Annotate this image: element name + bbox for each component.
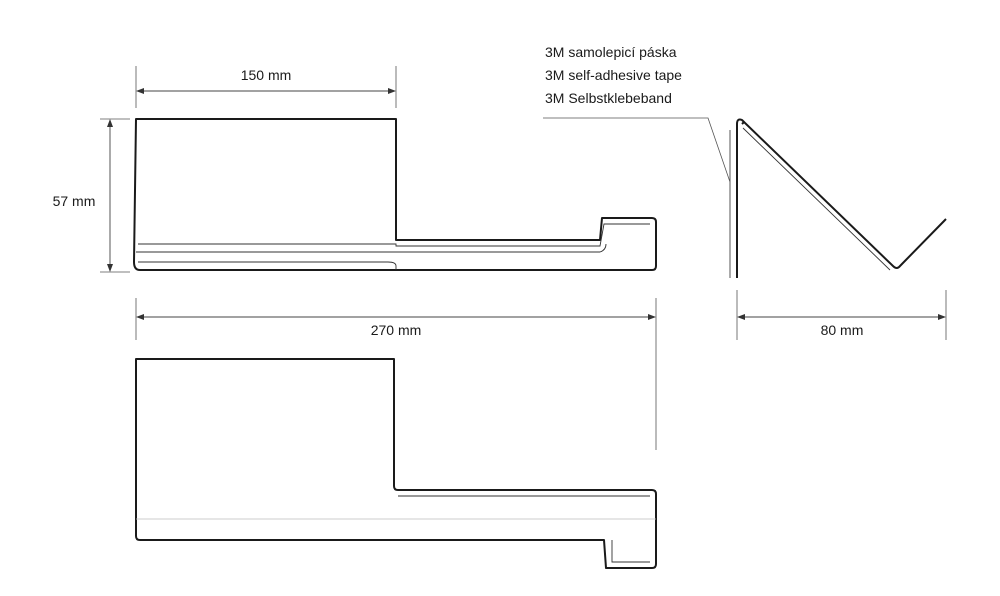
tape-label-de: 3M Selbstklebeband [545,90,672,106]
shelf-lower-lip [136,243,607,253]
dimension-total-length: 270 mm [135,298,657,450]
profile-arm-inner [742,127,891,271]
front-tab-inner [611,540,650,563]
front-elevation-outline [135,358,657,569]
profile-back-plate [736,118,745,278]
tape-label-en: 3M self-adhesive tape [545,67,682,83]
side-elevation-outline [133,118,657,271]
dimension-height: 57 mm [53,118,130,273]
profile-bent-arm [741,121,947,269]
dimension-top-width: 150 mm [135,66,397,108]
shelf-base-strip [138,261,397,270]
side-elevation-view [133,118,657,271]
dimension-label-total-length: 270 mm [371,322,422,338]
dimension-label-top-width: 150 mm [241,67,292,83]
tape-leader: 3M samolepicí páska 3M self-adhesive tap… [543,44,731,183]
profile-view [729,118,947,278]
shelf-inner-line [138,223,650,247]
front-elevation-view [135,358,657,569]
dimension-depth: 80 mm [736,290,947,340]
dimension-label-depth: 80 mm [821,322,864,338]
tape-label-cs: 3M samolepicí páska [545,44,677,60]
dimension-label-height: 57 mm [53,193,96,209]
